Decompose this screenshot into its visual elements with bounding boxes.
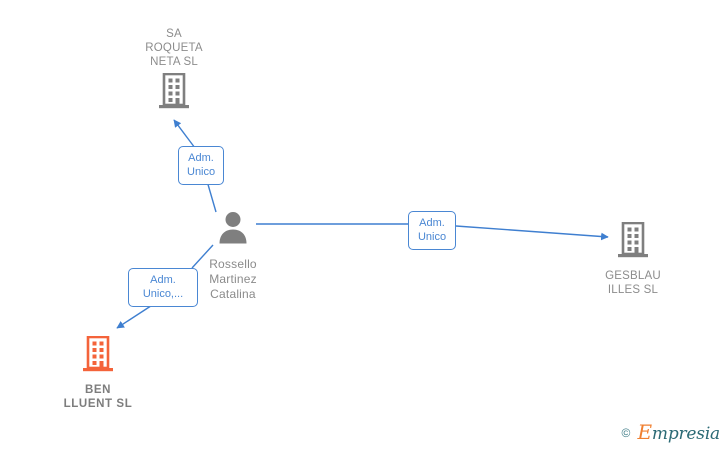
edge-line-label-to-sa-roqueta [173, 119, 196, 149]
person-icon [158, 210, 308, 254]
brand-rest: mpresia [651, 424, 720, 444]
node-label: BEN LLUENT SL [63, 384, 133, 410]
node-rossello-martinez-catalina[interactable]: Rossello Martinez Catalina [158, 210, 308, 302]
empresia-watermark: © Empresia [621, 422, 721, 444]
node-label: SA ROQUETA NETA SL [145, 28, 203, 68]
edge-line-person-to-label-ben-lluent [191, 244, 214, 269]
node-ben-lluent[interactable]: BEN LLUENT SL [23, 336, 173, 411]
edge-label-adm-unico-gesblau[interactable]: Adm. Unico [408, 211, 456, 250]
edge-line-label-to-gesblau [455, 225, 609, 241]
building-icon [99, 73, 249, 117]
copyright-icon: © [621, 426, 631, 440]
node-label: Rossello Martinez Catalina [209, 257, 257, 301]
edge-label-adm-unico-roqueta[interactable]: Adm. Unico [178, 146, 224, 185]
node-label: GESBLAU ILLES SL [605, 270, 661, 296]
edge-label-adm-unico-ben-lluent[interactable]: Adm. Unico,... [128, 268, 198, 307]
building-icon [23, 336, 173, 380]
brand-initial: E [637, 420, 653, 444]
building-icon [558, 222, 708, 266]
node-gesblau-illes[interactable]: GESBLAU ILLES SL [558, 222, 708, 297]
node-sa-roqueta-neta[interactable]: SA ROQUETA NETA SL [99, 27, 249, 117]
brand-wordmark: Empresia [638, 422, 721, 444]
